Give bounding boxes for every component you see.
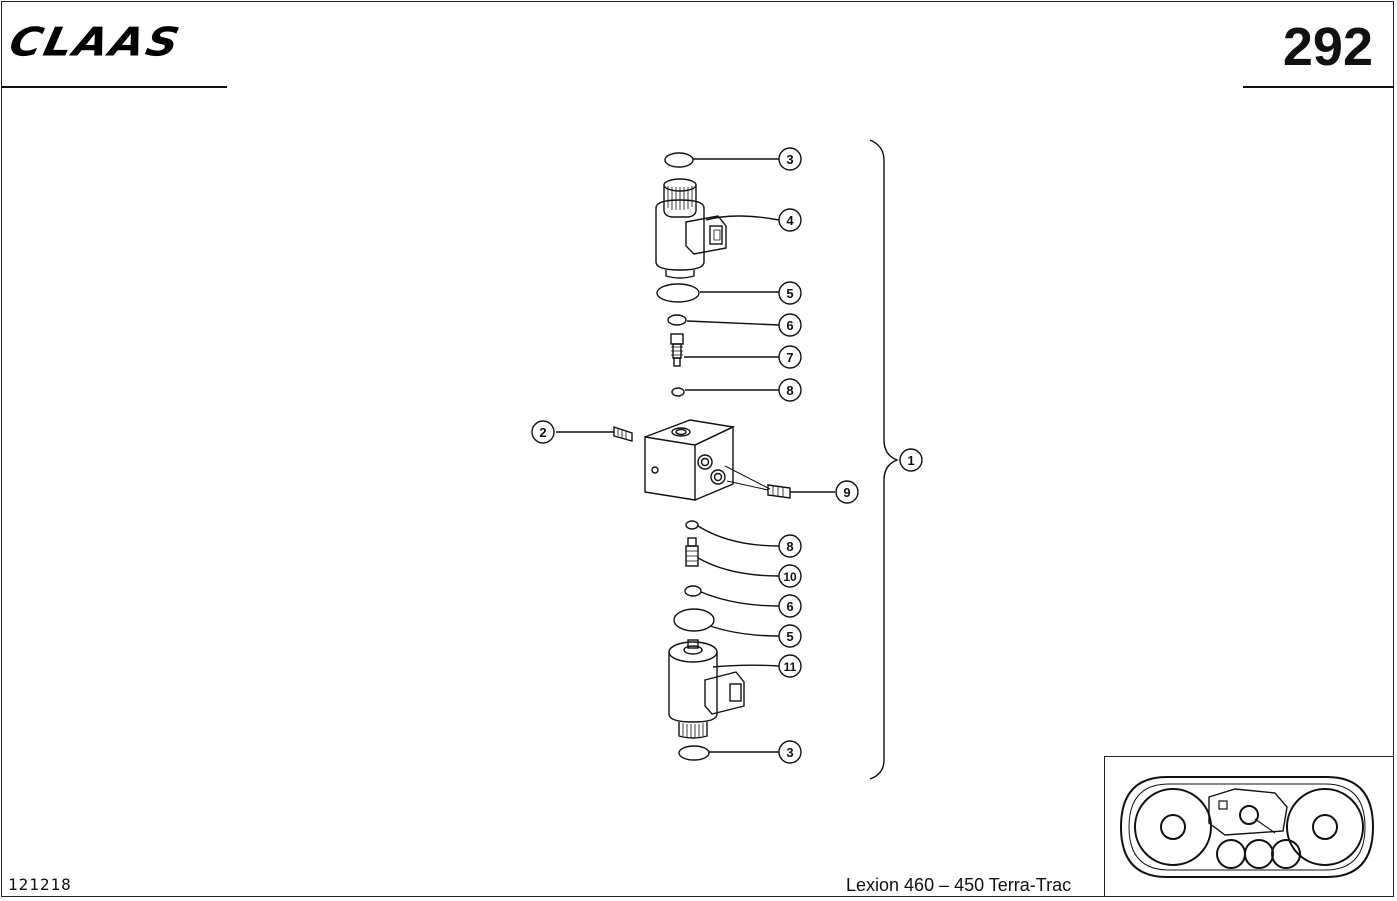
o-ring-small-top (667, 314, 687, 326)
callout-5-top: 5 (786, 286, 793, 301)
header-rule-left (1, 86, 227, 88)
locator-inset (1104, 756, 1394, 897)
fitting-right (724, 465, 791, 499)
solenoid-coil-bottom (668, 639, 745, 739)
callout-9: 9 (843, 485, 850, 500)
track-unit-sketch (1119, 776, 1375, 878)
callout-2: 2 (539, 425, 546, 440)
callout-6-bottom: 6 (786, 599, 793, 614)
solenoid-coil-top (655, 178, 727, 279)
seal-ring-top (671, 387, 685, 397)
valve-cartridge-top (670, 333, 684, 367)
callout-3-top: 3 (786, 152, 793, 167)
header-rule-right (1243, 86, 1394, 88)
o-ring-large-top (656, 283, 700, 303)
seal-ring-bottom (685, 520, 699, 530)
assembly-brace (869, 139, 899, 780)
fitting-left (613, 426, 633, 442)
callout-8-bottom: 8 (786, 539, 793, 554)
callout-8-top: 8 (786, 383, 793, 398)
callout-7: 7 (786, 350, 793, 365)
page-number: 292 (1282, 17, 1373, 77)
callout-4: 4 (786, 213, 794, 228)
valve-cartridge-bottom (685, 537, 699, 567)
model-name: Lexion 460 – 450 Terra-Trac (846, 875, 1072, 895)
o-ring-top (664, 152, 694, 168)
valve-block (644, 419, 736, 501)
document-number: 121218 (8, 875, 72, 894)
callout-3-bottom: 3 (786, 745, 793, 760)
o-ring-bottom (678, 745, 710, 761)
callout-circles (531, 147, 923, 764)
callout-11: 11 (784, 660, 797, 674)
callout-6-top: 6 (786, 318, 793, 333)
callout-5-bottom: 5 (786, 629, 793, 644)
o-ring-small-bottom (684, 585, 702, 597)
callout-1: 1 (907, 453, 914, 468)
o-ring-large-bottom (673, 608, 715, 632)
callout-10: 10 (783, 570, 797, 584)
